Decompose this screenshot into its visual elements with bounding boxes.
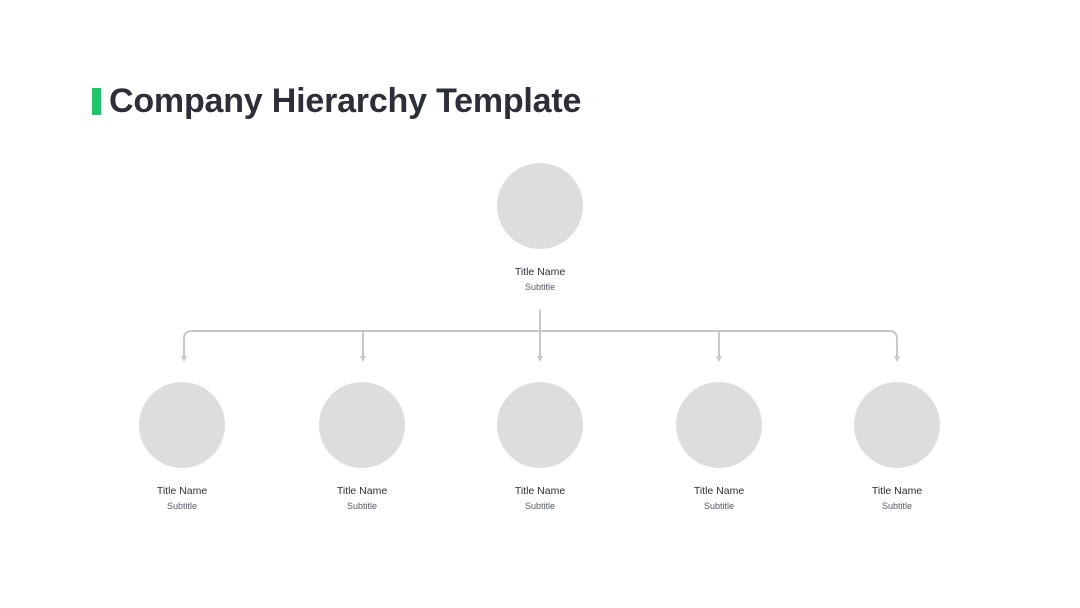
node-subtitle: Subtitle (346, 501, 378, 511)
title-accent-bar (92, 87, 101, 115)
arrowhead-5 (894, 356, 900, 362)
arrowhead-3 (537, 356, 543, 362)
avatar-placeholder (497, 382, 583, 468)
node-title: Title Name (514, 485, 566, 497)
node-title: Title Name (871, 485, 923, 497)
child-node-3: Title Name Subtitle (475, 382, 605, 512)
avatar-placeholder (319, 382, 405, 468)
node-subtitle: Subtitle (524, 282, 556, 292)
avatar-placeholder (139, 382, 225, 468)
child-node-4: Title Name Subtitle (654, 382, 784, 512)
avatar-placeholder (854, 382, 940, 468)
arrowhead-1 (181, 356, 187, 362)
page-title: Company Hierarchy Template (109, 81, 582, 120)
avatar-placeholder (497, 163, 583, 249)
page-title-group: Company Hierarchy Template (92, 80, 581, 122)
node-subtitle: Subtitle (166, 501, 198, 511)
node-subtitle: Subtitle (524, 501, 556, 511)
arrowhead-4 (716, 356, 722, 362)
root-node: Title Name Subtitle (475, 163, 605, 293)
node-subtitle: Subtitle (703, 501, 735, 511)
node-title: Title Name (693, 485, 745, 497)
node-subtitle: Subtitle (881, 501, 913, 511)
node-title: Title Name (156, 485, 208, 497)
child-node-1: Title Name Subtitle (117, 382, 247, 512)
avatar-placeholder (676, 382, 762, 468)
child-node-5: Title Name Subtitle (832, 382, 962, 512)
arrowhead-2 (360, 356, 366, 362)
node-title: Title Name (336, 485, 388, 497)
child-node-2: Title Name Subtitle (297, 382, 427, 512)
node-title: Title Name (514, 266, 566, 278)
